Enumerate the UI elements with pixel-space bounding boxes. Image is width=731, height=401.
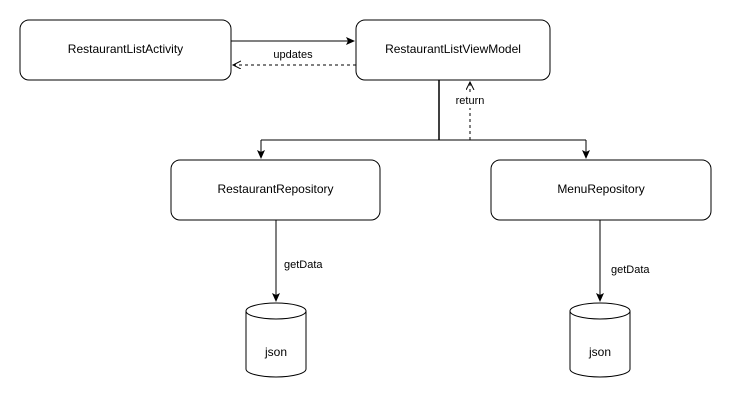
menu-json-database: json xyxy=(569,302,631,378)
restaurant-repository-node-label: RestaurantRepository xyxy=(217,182,333,196)
viewmodel-node-label: RestaurantListViewModel xyxy=(385,42,521,56)
restaurant-json-label: json xyxy=(264,345,287,359)
viewmodel-to-repositories-connector xyxy=(257,80,590,159)
menu-getdata-label: getData xyxy=(611,264,650,276)
menu-repository-node: MenuRepository xyxy=(490,159,712,221)
menu-repository-node-label: MenuRepository xyxy=(557,182,644,196)
restaurant-json-database: json xyxy=(245,302,307,378)
restaurant-repository-node: RestaurantRepository xyxy=(170,159,381,221)
activity-node: RestaurantListActivity xyxy=(19,19,232,81)
menu-json-label: json xyxy=(588,345,611,359)
updates-label: updates xyxy=(273,49,313,61)
restaurant-getdata-label: getData xyxy=(284,259,323,271)
activity-node-label: RestaurantListActivity xyxy=(68,42,183,56)
return-label: return xyxy=(456,95,485,107)
viewmodel-node: RestaurantListViewModel xyxy=(355,19,551,81)
